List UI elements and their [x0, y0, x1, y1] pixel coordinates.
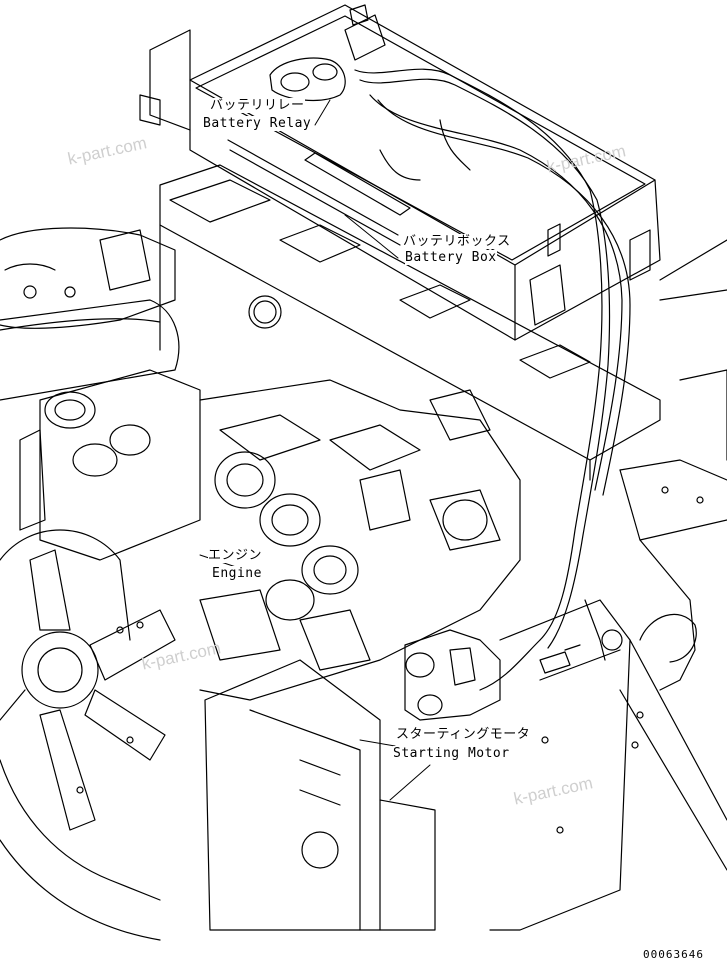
- starting-motor-drawing: [404, 629, 623, 721]
- engine-body: [19, 369, 521, 701]
- starting-motor-label-jp: スターティングモータ: [396, 727, 531, 742]
- battery-relay-label-en: Battery Relay: [203, 116, 312, 131]
- drawing-number: 00063646: [643, 948, 704, 961]
- starting-motor-label-en: Starting Motor: [393, 746, 510, 761]
- engine-label-jp: エンジン: [208, 548, 263, 563]
- battery-relay-drawing: [269, 4, 386, 101]
- engine-label-en: Engine: [212, 566, 262, 581]
- engine-frame-plate: [159, 164, 661, 481]
- air-intake-housing: [0, 227, 180, 401]
- battery-relay-label-jp: バッテリリレー: [210, 98, 305, 113]
- battery-box-label-jp: バッテリボックス: [403, 234, 511, 249]
- battery-box-drawing: [139, 4, 661, 341]
- right-chassis: [619, 239, 727, 871]
- battery-box-label-en: Battery Box: [405, 250, 497, 265]
- wiring-harness: [354, 68, 631, 691]
- lower-frame: [204, 599, 644, 931]
- leader-lines: [199, 99, 431, 801]
- cooling-fan: [0, 529, 176, 941]
